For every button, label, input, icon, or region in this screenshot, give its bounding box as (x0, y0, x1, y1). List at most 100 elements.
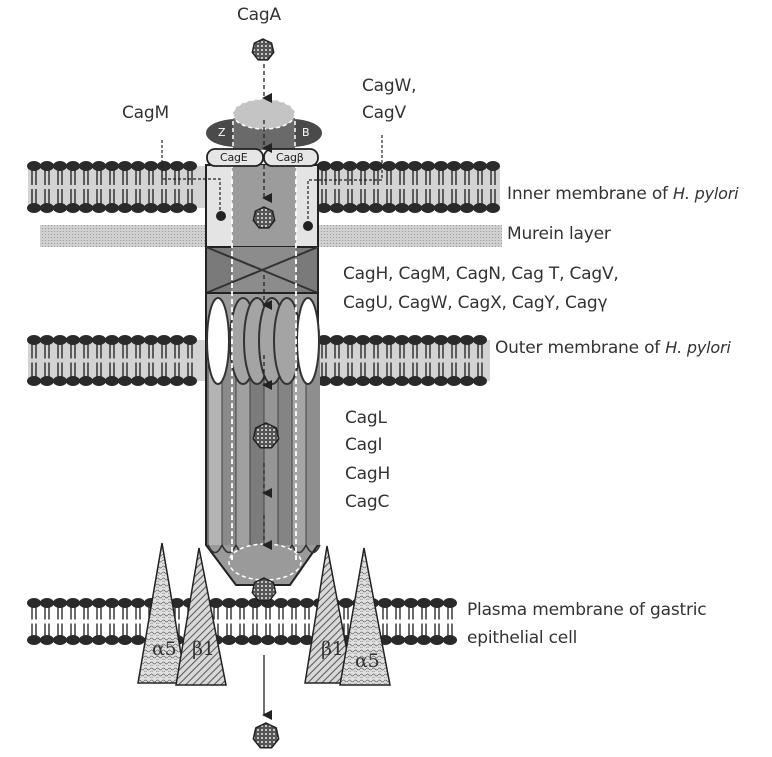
integrin-beta1-left[interactable] (175, 547, 227, 686)
integrin-beta1-left-label: β1 (192, 638, 215, 660)
lipid-molecule (391, 598, 405, 645)
lipid-molecule (343, 335, 357, 386)
integrin-alpha5-left[interactable] (137, 542, 187, 684)
lipid-molecule (170, 161, 184, 213)
cagM-pointer (161, 140, 226, 221)
inner-membrane-label: Inner membrane of H. pylori (507, 186, 739, 203)
lipid-molecule (79, 598, 93, 645)
core-complex-label-line1: CagH, CagM, CagN, Cag T, CagV, (343, 264, 619, 284)
pilus-protein-cagL: CagL (345, 408, 387, 428)
lipid-molecule (66, 598, 80, 645)
membrane-fill (318, 166, 500, 208)
outer-membrane-right (317, 335, 490, 386)
integrin-beta1-right[interactable] (304, 545, 354, 684)
lipid-molecule (356, 335, 370, 386)
integrin-alpha5-right[interactable] (339, 547, 391, 686)
lipid-molecule (417, 598, 431, 645)
lipid-molecule (443, 598, 457, 645)
lipid-molecule (473, 335, 487, 386)
integrin-alpha5-left-label: α5 (152, 638, 177, 660)
lipid-molecule (53, 161, 67, 213)
murein-layer-left (40, 225, 206, 247)
lipid-molecule (118, 335, 132, 386)
lipid-molecule (105, 598, 119, 645)
lipid-molecule (356, 161, 370, 213)
cagV-label-line2: CagV (362, 103, 406, 123)
lipid-molecule (274, 598, 288, 645)
lipid-molecule (343, 161, 357, 213)
lipid-molecule (261, 598, 275, 645)
lipid-molecule (460, 335, 474, 386)
murein-label: Murein layer (507, 224, 611, 244)
lipid-molecule (79, 335, 93, 386)
outer-ring-subunit (206, 297, 230, 385)
lipid-molecule (395, 161, 409, 213)
plasma-membrane (27, 598, 457, 645)
pilus-protein-cagC: CagC (345, 492, 390, 512)
lipid-molecule (369, 335, 383, 386)
secretion-channel (205, 115, 321, 586)
lipid-molecule (447, 335, 461, 386)
lipid-molecule (27, 598, 41, 645)
cagE-label: CagE (220, 151, 248, 164)
lipid-molecule (330, 335, 344, 386)
outer-membrane-species: H. pylori (665, 338, 731, 357)
lipid-molecule (92, 598, 106, 645)
lipid-molecule (300, 598, 314, 645)
lipid-molecule (79, 161, 93, 213)
lipid-molecule (434, 161, 448, 213)
lipid-molecule (118, 598, 132, 645)
lipid-molecule (144, 161, 158, 213)
cagE-protein[interactable] (206, 148, 264, 167)
cagW-pointer (303, 135, 383, 231)
lipid-molecule (382, 335, 396, 386)
plasma-membrane-label-line1: Plasma membrane of gastric (467, 600, 707, 620)
lipid-molecule (330, 161, 344, 213)
pilus-protein-cagI: CagI (345, 435, 383, 455)
cagBeta-label: Cagβ (276, 151, 304, 164)
lipid-molecule (40, 598, 54, 645)
lipid-molecule (53, 335, 67, 386)
lipid-molecule (430, 598, 444, 645)
core-complex-label-line2: CagU, CagW, CagX, CagY, Cagγ (343, 293, 608, 313)
cagA-molecule-pilus (252, 422, 280, 449)
lipid-molecule (27, 161, 41, 213)
cagW-label-line1: CagW, (362, 76, 417, 96)
subunit-b-label: B (302, 126, 310, 139)
lipid-molecule (92, 335, 106, 386)
lipid-molecule (434, 335, 448, 386)
lipid-molecule (395, 335, 409, 386)
lipid-molecule (404, 598, 418, 645)
top-opening (232, 98, 296, 130)
lipid-molecule (105, 161, 119, 213)
lipid-molecule (66, 161, 80, 213)
lipid-molecule (382, 161, 396, 213)
lipid-molecule (144, 335, 158, 386)
cagA-label: CagA (237, 5, 281, 25)
lipid-molecule (421, 335, 435, 386)
cagA-molecule-host (252, 722, 280, 749)
lipid-molecule (118, 161, 132, 213)
lipid-molecule (92, 161, 106, 213)
lipid-molecule (408, 335, 422, 386)
lipid-molecule (40, 335, 54, 386)
lipid-molecule (27, 335, 41, 386)
murein-layer-right (318, 225, 502, 247)
lipid-molecule (317, 161, 331, 213)
lipid-molecule (447, 161, 461, 213)
outer-membrane-left (27, 335, 206, 386)
inner-membrane-right (317, 161, 500, 213)
lipid-molecule (183, 161, 197, 213)
cagBeta-protein[interactable] (263, 148, 319, 167)
lipid-molecule (157, 335, 171, 386)
lipid-molecule (421, 161, 435, 213)
integrin-beta1-right-label: β1 (321, 638, 344, 660)
lipid-molecule (460, 161, 474, 213)
cagM-label: CagM (122, 103, 169, 123)
cagA-molecule-inner (252, 206, 276, 229)
outer-membrane-text: Outer membrane of (495, 338, 666, 358)
lipid-molecule (473, 161, 487, 213)
outer-membrane-label: Outer membrane of H. pylori (495, 340, 731, 357)
channel-bottom-opening (228, 543, 302, 581)
